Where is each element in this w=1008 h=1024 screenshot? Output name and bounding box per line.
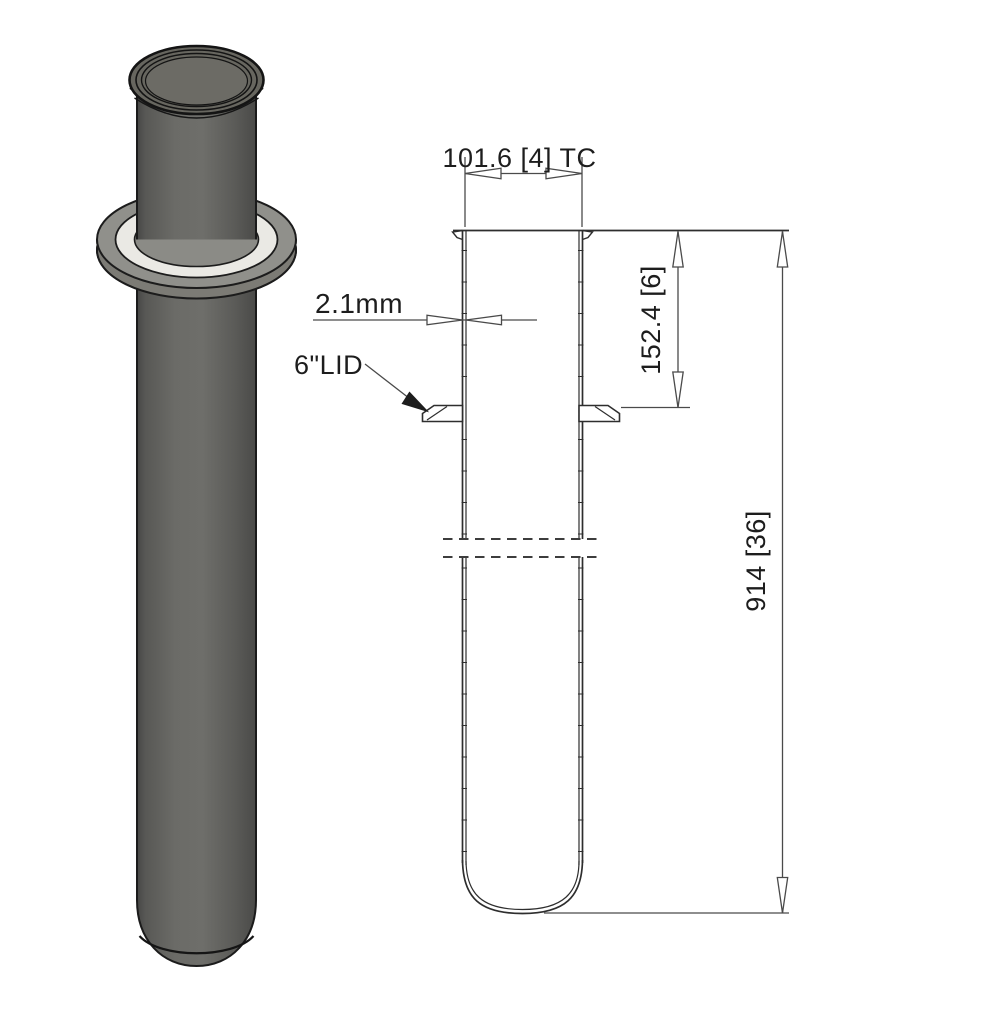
ferrule-groove-ring bbox=[135, 49, 258, 111]
dim-neck-height bbox=[621, 231, 690, 409]
dim-wall-thickness-label: 2.1mm bbox=[315, 288, 403, 319]
ferrule-inner-ring bbox=[140, 52, 253, 108]
arrowhead bbox=[465, 314, 503, 326]
arrowhead bbox=[672, 371, 684, 408]
arrowhead bbox=[776, 231, 789, 268]
leader-arrowhead bbox=[401, 391, 430, 413]
ferrule-rim-3d bbox=[128, 44, 265, 119]
tube-walls bbox=[461, 230, 584, 865]
arrowhead bbox=[545, 167, 583, 180]
wall-tick-marks bbox=[461, 250, 584, 852]
tube-2d-profile bbox=[421, 229, 789, 915]
lid-flange-section-left bbox=[421, 404, 464, 423]
lid-flange-3d-front bbox=[96, 239, 297, 300]
tube-3d-render bbox=[96, 44, 297, 968]
ferrule-lip-right bbox=[582, 229, 594, 241]
tube-body-3d bbox=[136, 85, 257, 968]
ferrule-lip-left bbox=[451, 229, 463, 241]
ferrule-top-face bbox=[144, 56, 249, 106]
lid-callout-leader bbox=[364, 363, 430, 413]
dim-wall-thickness bbox=[313, 314, 537, 326]
bottom-cap-seam-3d bbox=[138, 935, 255, 955]
bottom-cap-outline bbox=[461, 859, 584, 915]
dim-top-width bbox=[464, 157, 583, 227]
dim-overall-height bbox=[544, 231, 789, 914]
arrowhead bbox=[776, 876, 789, 914]
dim-top-width-label: 101.6 [4] TC bbox=[442, 143, 596, 173]
dim-overall-height-label: 914 [36] bbox=[741, 510, 771, 612]
ferrule-flare-step bbox=[134, 97, 259, 119]
arrowhead bbox=[464, 167, 502, 180]
break-lines bbox=[443, 537, 602, 559]
dim-neck-height-label: 152.4 [6] bbox=[636, 265, 666, 375]
dimension-labels: 101.6 [4] TC 2.1mm 6"LID 152.4 [6] 914 [… bbox=[294, 143, 771, 612]
arrowhead bbox=[672, 231, 684, 268]
dimension-graphics bbox=[313, 157, 789, 914]
arrowhead bbox=[426, 314, 463, 326]
lid-callout-label: 6"LID bbox=[294, 350, 363, 380]
lid-flange-section-right bbox=[578, 404, 621, 423]
